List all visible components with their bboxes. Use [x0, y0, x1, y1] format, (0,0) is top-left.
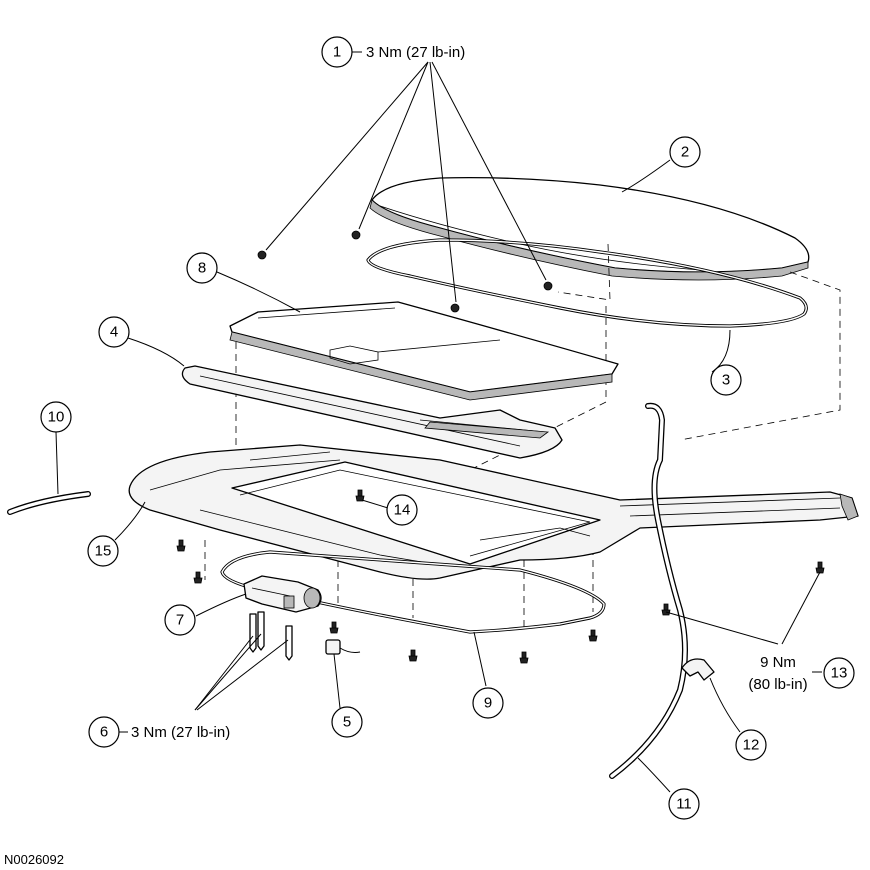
callout-2: 2: [669, 136, 701, 168]
callout-1-torque-spec: 3 Nm (27 lb-in): [366, 44, 465, 61]
callout-13: 13: [823, 657, 855, 689]
callout-number: 15: [95, 543, 112, 560]
frame-bolts: [176, 489, 825, 664]
front-drain-hose: [7, 491, 91, 515]
callout-number: 11: [676, 796, 692, 813]
electrical-connector: [325, 639, 361, 655]
hose-clip: [681, 658, 715, 681]
sunshade: [229, 301, 619, 401]
callout-10: 10: [40, 401, 72, 433]
glass-seal: [366, 238, 808, 328]
callout-14: 14: [386, 494, 418, 526]
callout-number: 3: [722, 372, 730, 389]
sunroof-motor: [243, 575, 322, 613]
callout-12: 12: [735, 729, 767, 761]
callout-number: 6: [100, 724, 108, 741]
glass-nuts: [257, 230, 553, 313]
callout-number: 12: [743, 737, 760, 754]
motor-bolts: [249, 611, 293, 661]
callout-5: 5: [331, 706, 363, 738]
callout-6-torque-spec: 3 Nm (27 lb-in): [131, 724, 230, 741]
callout-number: 4: [110, 324, 118, 341]
callout-9: 9: [472, 687, 504, 719]
callout-13-torque-nm: 9 Nm: [760, 654, 796, 671]
callout-number: 10: [48, 409, 65, 426]
figure-id: N0026092: [4, 852, 64, 867]
callout-8: 8: [186, 252, 218, 284]
front-trim-panel: [181, 365, 563, 459]
rear-drain-hose: [609, 402, 688, 779]
callout-4: 4: [98, 316, 130, 348]
callout-11: 11: [668, 788, 700, 820]
callout-number: 9: [484, 695, 492, 712]
callout-number: 13: [831, 665, 848, 682]
callout-number: 7: [176, 612, 184, 629]
glass-panel: [369, 176, 810, 281]
callout-7: 7: [164, 604, 196, 636]
callout-number: 8: [198, 260, 206, 277]
callout-1: 1: [321, 36, 353, 68]
callout-6: 6: [88, 716, 120, 748]
callout-number: 2: [681, 144, 689, 161]
leader-lines: [55, 51, 822, 793]
callout-number: 1: [333, 44, 341, 61]
callout-13-torque-lbin: (80 lb-in): [748, 676, 807, 693]
callout-15: 15: [87, 535, 119, 567]
callout-number: 5: [343, 714, 351, 731]
callout-3: 3: [710, 364, 742, 396]
callout-number: 14: [394, 502, 411, 519]
